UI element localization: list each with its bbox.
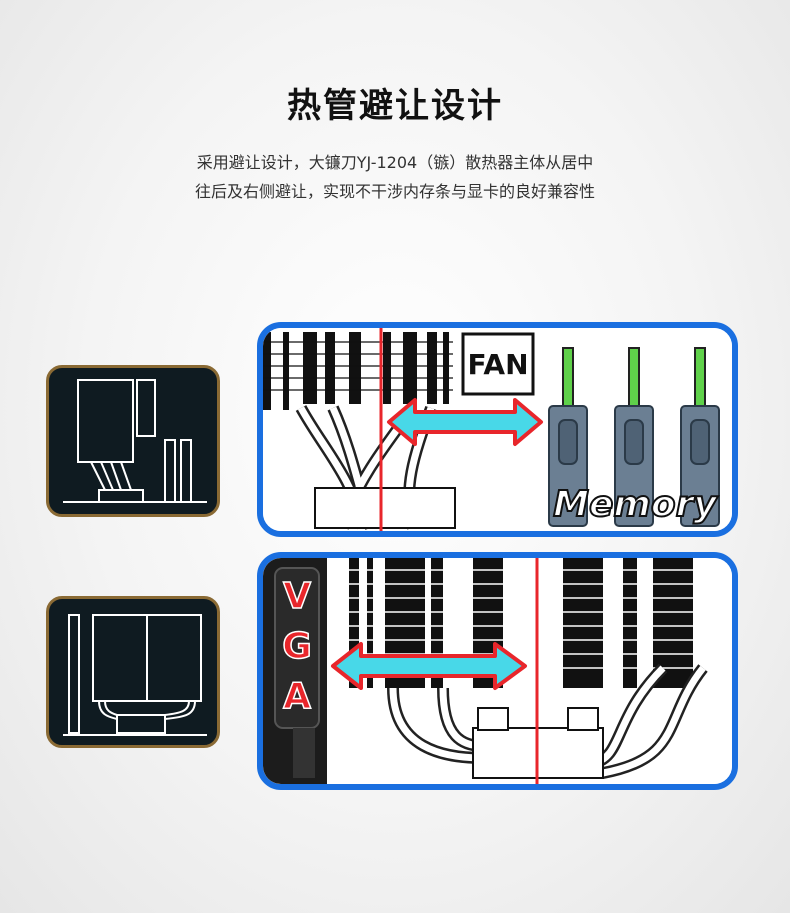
vga-clearance-thumbnail [46,596,220,748]
memory-clearance-schematic-icon [63,379,207,503]
memory-clearance-thumbnail [46,365,220,517]
vga-letter-a: A [283,676,311,717]
page-title: 热管避让设计 [287,86,503,126]
memory-label: Memory [553,484,718,525]
vga-clearance-illustration: V G A [263,558,732,784]
fan-label: FAN [467,348,528,381]
vga-clearance-panel: V G A [257,552,738,790]
vga-letter-v: V [283,576,311,617]
memory-clearance-panel: FAN Memory [257,322,738,537]
vga-letter-g: G [282,626,312,667]
description-line-2: 往后及右侧避让，实现不干涉内存条与显卡的良好兼容性 [194,182,595,201]
description-line-1: 采用避让设计，大镰刀YJ-1204（镞）散热器主体从居中 [196,153,594,172]
memory-clearance-illustration: FAN Memory [263,328,732,531]
vga-clearance-schematic-icon [63,614,207,736]
